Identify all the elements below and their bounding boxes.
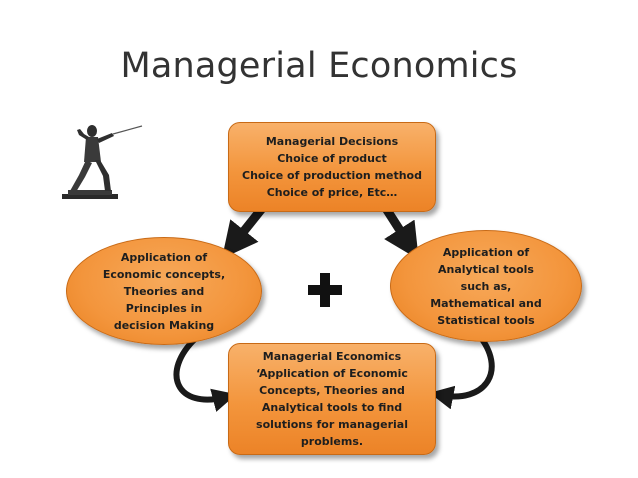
ellipse-line: Analytical tools: [438, 262, 534, 276]
managerial-economics-box: Managerial Economics ‘Application of Eco…: [228, 343, 436, 455]
fencer-icon: [62, 125, 143, 199]
ellipse-line: Principles in: [125, 301, 203, 315]
managerial-decisions-box: Managerial Decisions Choice of product C…: [228, 122, 436, 212]
box-line: Analytical tools to find: [261, 401, 403, 414]
box-line: ‘Application of Economic: [256, 367, 408, 380]
box-line: Choice of product: [277, 152, 387, 165]
economic-concepts-ellipse: Application of Economic concepts, Theori…: [66, 237, 262, 345]
page-title: Managerial Economics: [120, 46, 518, 86]
analytical-tools-ellipse: Application of Analytical tools such as,…: [390, 230, 582, 342]
box-line: problems.: [300, 435, 364, 448]
ellipse-line: Application of: [120, 250, 208, 264]
ellipse-line: Application of: [442, 245, 530, 259]
box-line: Choice of price, Etc…: [266, 186, 398, 199]
box-line: solutions for managerial: [256, 418, 408, 431]
box-line: Managerial Economics: [262, 350, 402, 363]
arrow-icon: [173, 335, 237, 412]
box-line: Choice of production method: [242, 169, 422, 182]
ellipse-line: Economic concepts,: [102, 267, 226, 281]
box-line: Concepts, Theories and: [259, 384, 405, 397]
ellipse-line: Mathematical and: [430, 296, 542, 310]
box-line: Managerial Decisions: [265, 135, 399, 148]
ellipse-line: such as,: [460, 279, 512, 293]
ellipse-line: Statistical tools: [437, 313, 535, 327]
ellipse-line: decision Making: [113, 318, 215, 332]
ellipse-line: Theories and: [123, 284, 205, 298]
plus-icon: [308, 273, 342, 307]
arrow-icon: [429, 332, 495, 410]
